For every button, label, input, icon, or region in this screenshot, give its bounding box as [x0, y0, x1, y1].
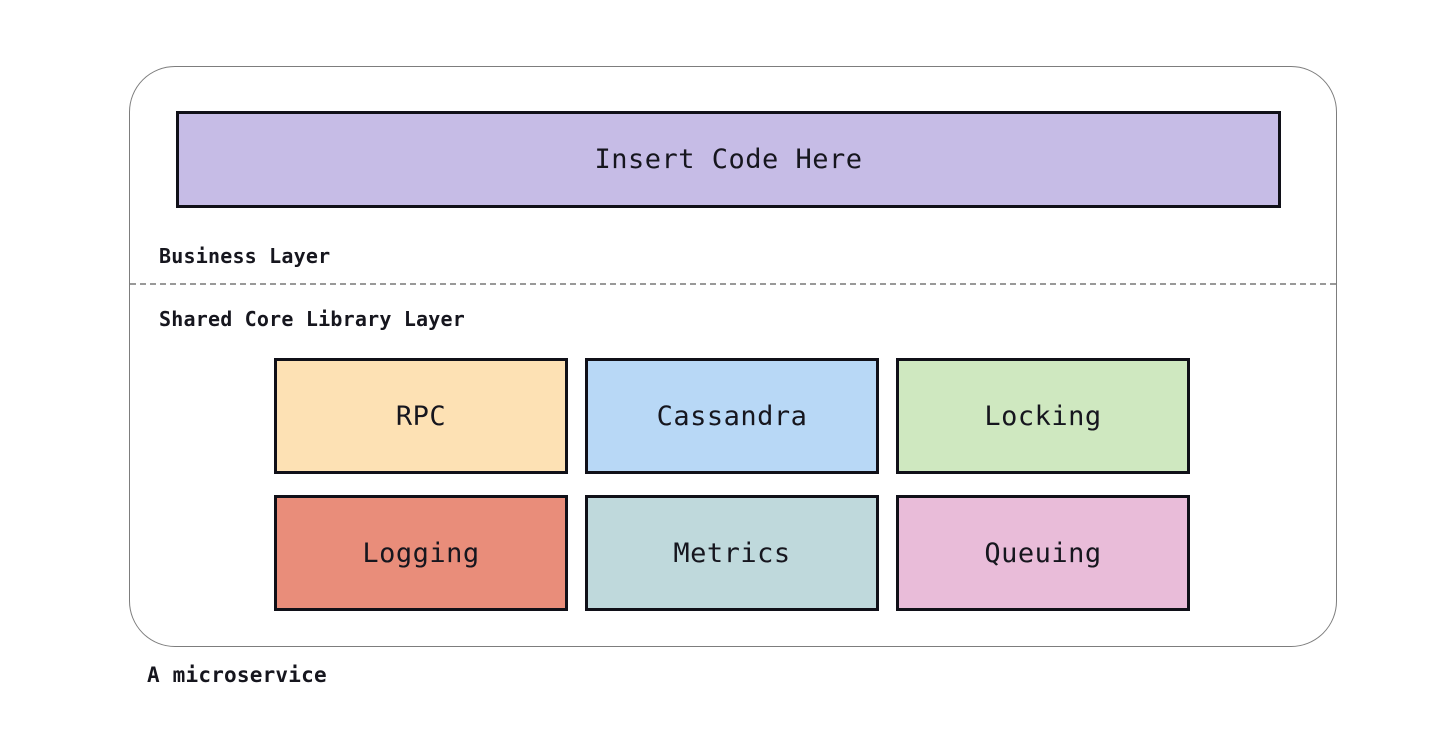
- library-grid: RPC Cassandra Locking Logging Metrics Qu…: [274, 358, 1190, 611]
- diagram-caption: A microservice: [147, 663, 327, 687]
- library-box-label: Queuing: [984, 537, 1102, 569]
- library-box-label: Cassandra: [656, 400, 808, 432]
- library-box-queuing: Queuing: [896, 495, 1190, 611]
- layer-divider: [130, 283, 1336, 285]
- business-layer-label: Business Layer: [159, 244, 331, 268]
- library-box-label: Locking: [984, 400, 1102, 432]
- library-box-label: Logging: [362, 537, 480, 569]
- library-box-label: Metrics: [673, 537, 791, 569]
- library-box-logging: Logging: [274, 495, 568, 611]
- insert-code-label: Insert Code Here: [594, 144, 863, 175]
- library-box-locking: Locking: [896, 358, 1190, 474]
- insert-code-box: Insert Code Here: [176, 111, 1281, 208]
- library-box-cassandra: Cassandra: [585, 358, 879, 474]
- library-box-metrics: Metrics: [585, 495, 879, 611]
- library-box-label: RPC: [395, 400, 447, 432]
- shared-layer-label: Shared Core Library Layer: [159, 307, 466, 331]
- library-box-rpc: RPC: [274, 358, 568, 474]
- microservice-container: Insert Code Here Business Layer Shared C…: [129, 66, 1337, 647]
